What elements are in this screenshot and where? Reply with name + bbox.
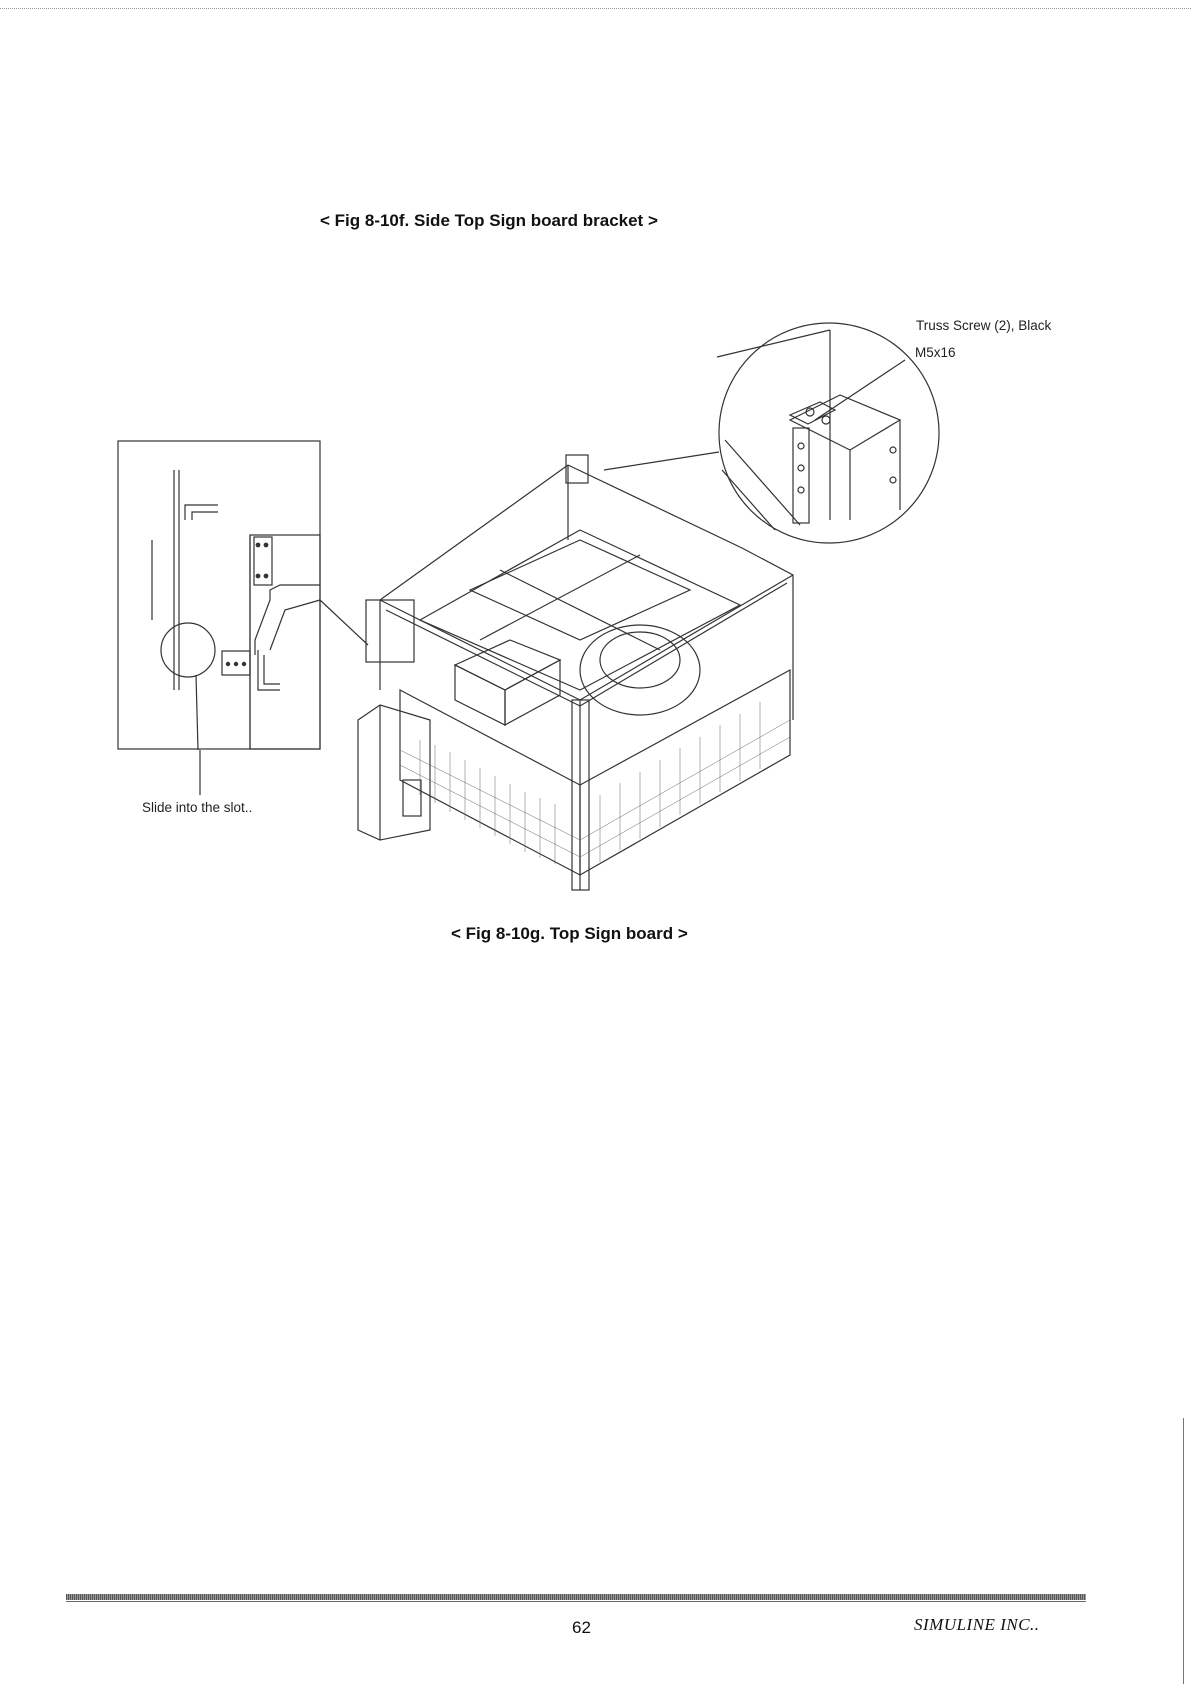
footer-rule xyxy=(66,1594,1086,1600)
callout-slide-into-slot: Slide into the slot.. xyxy=(142,800,253,815)
figure-caption-8-10g: < Fig 8-10g. Top Sign board > xyxy=(451,924,688,943)
machine-frame xyxy=(357,454,794,891)
mesh-panel xyxy=(399,702,791,864)
top-scan-edge xyxy=(0,8,1191,9)
slot-detail-inset xyxy=(117,440,369,795)
callout-screw-size: M5x16 xyxy=(915,345,956,360)
slot-callout-box xyxy=(365,599,415,663)
page-number: 62 xyxy=(572,1618,591,1637)
scan-edge-line xyxy=(1183,1418,1184,1684)
screw-detail-circle xyxy=(603,322,940,544)
figure-caption-8-10f: < Fig 8-10f. Side Top Sign board bracket… xyxy=(320,211,658,230)
company-name: SIMULINE INC.. xyxy=(914,1615,1040,1634)
footer-rule-thin xyxy=(66,1601,1086,1602)
callout-truss-screw: Truss Screw (2), Black xyxy=(916,318,1052,333)
